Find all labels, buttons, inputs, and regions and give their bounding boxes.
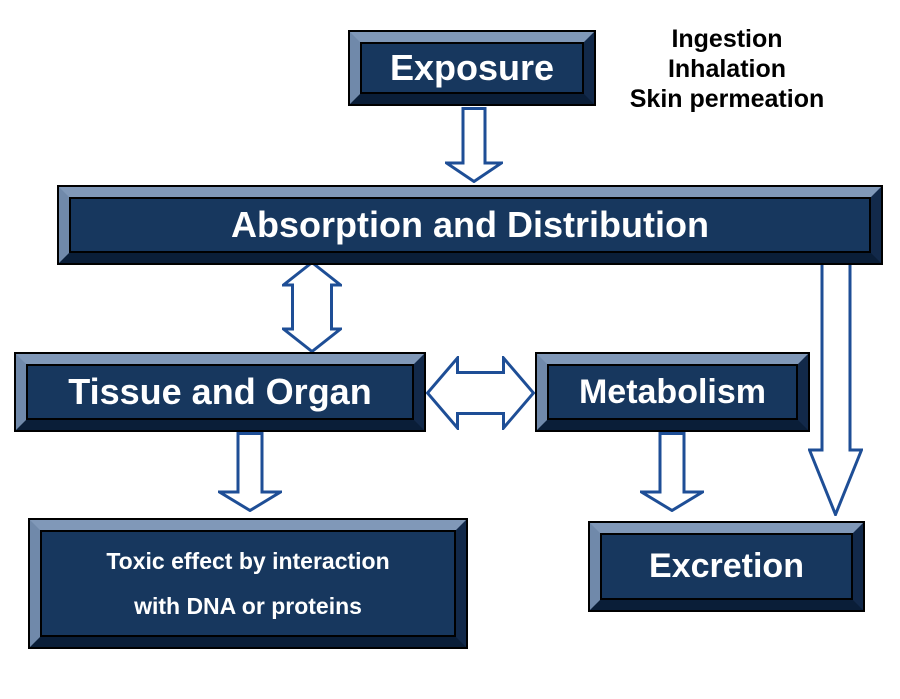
arrow-metabolism-to-excretion-icon [640, 432, 704, 512]
node-toxic-effect: Toxic effect by interaction with DNA or … [28, 518, 468, 649]
node-toxic-label: Toxic effect by interaction with DNA or … [40, 530, 456, 637]
node-exposure: Exposure [348, 30, 596, 106]
route-inhalation: Inhalation [667, 55, 787, 83]
node-toxic-bevel: Toxic effect by interaction with DNA or … [30, 520, 466, 647]
node-excretion-bevel: Excretion [590, 523, 863, 610]
node-tissue-bevel: Tissue and Organ [16, 354, 424, 430]
node-toxic-label-line2: with DNA or proteins [134, 592, 362, 619]
node-absorption-bevel: Absorption and Distribution [59, 187, 881, 263]
node-tissue-label: Tissue and Organ [26, 364, 414, 420]
route-ingestion: Ingestion [671, 25, 783, 53]
exposure-routes-annotation: Ingestion Inhalation Skin permeation [562, 24, 892, 114]
node-excretion: Excretion [588, 521, 865, 612]
node-exposure-bevel: Exposure [350, 32, 594, 104]
node-exposure-label: Exposure [360, 42, 584, 94]
node-excretion-label: Excretion [600, 533, 853, 600]
node-metabolism-label: Metabolism [547, 364, 798, 420]
node-absorption-label: Absorption and Distribution [69, 197, 871, 253]
arrow-absorption-tissue-bidirectional-icon [282, 261, 342, 353]
arrow-exposure-to-absorption-icon [445, 107, 503, 183]
route-skin-permeation: Skin permeation [629, 85, 825, 113]
arrow-tissue-metabolism-bidirectional-icon [426, 356, 535, 430]
arrow-absorption-to-excretion-icon [808, 263, 863, 516]
node-absorption-distribution: Absorption and Distribution [57, 185, 883, 265]
arrow-tissue-to-toxic-icon [218, 432, 282, 512]
node-toxic-label-line1: Toxic effect by interaction [106, 547, 390, 574]
node-metabolism: Metabolism [535, 352, 810, 432]
node-metabolism-bevel: Metabolism [537, 354, 808, 430]
node-tissue-organ: Tissue and Organ [14, 352, 426, 432]
